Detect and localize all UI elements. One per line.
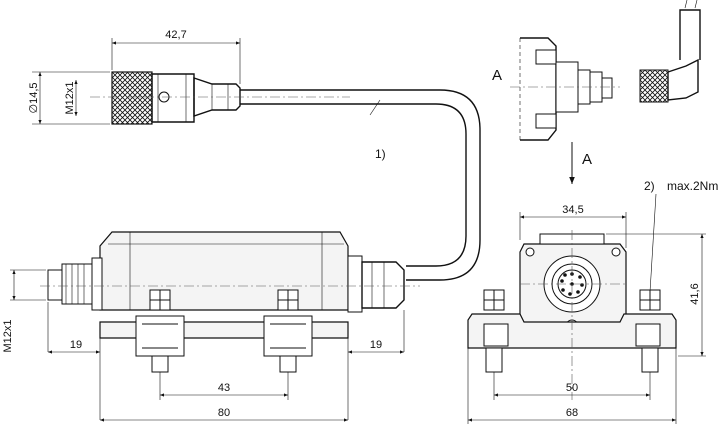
dimension-m12-side: M12x1 — [2, 269, 46, 353]
cable — [240, 89, 481, 281]
note-1-label: 1) — [375, 147, 386, 161]
dim-19-left-label: 19 — [70, 339, 82, 351]
cable-connector-m12 — [90, 71, 350, 125]
dim-68-label: 68 — [566, 407, 578, 419]
dim-41-6-label: 41,6 — [689, 283, 701, 304]
housing-front-view — [40, 231, 420, 373]
dim-50-label: 50 — [566, 382, 578, 394]
dimension-19-left: 19 — [47, 302, 101, 420]
right-mount-clamp — [263, 315, 313, 357]
left-mount-clamp — [135, 315, 185, 357]
torque-note: 2) max.2Nm — [644, 179, 718, 293]
view-a-arrow-label: A — [582, 151, 592, 168]
dimension-68: 68 — [467, 348, 677, 424]
housing-side-view — [467, 230, 677, 400]
note-2-label: 2) — [644, 179, 655, 193]
m12x1-side-label: M12x1 — [2, 319, 14, 352]
dimension-19-right: 19 — [347, 310, 405, 420]
dimension-34-5: 34,5 — [519, 204, 627, 248]
dimension-41-6: 41,6 — [606, 233, 706, 357]
dia-14-5-label: ∅14,5 — [28, 83, 40, 114]
view-a-detail — [510, 0, 701, 141]
dimension-43: 43 — [159, 372, 289, 400]
view-a-left-label: A — [492, 67, 502, 84]
torque-label: max.2Nm — [667, 179, 718, 193]
dimension-50: 50 — [493, 372, 651, 400]
view-a-arrow: A — [569, 142, 592, 184]
knurled-nut — [111, 71, 153, 125]
m12x1-cable-label: M12x1 — [64, 81, 76, 114]
dim-19-right-label: 19 — [370, 339, 382, 351]
dim-80-label: 80 — [218, 407, 230, 419]
dim-34-5-label: 34,5 — [562, 204, 583, 216]
dimension-42-7: 42,7 — [111, 29, 241, 84]
dimension-80: 80 — [100, 407, 348, 422]
dim-43-label: 43 — [218, 382, 230, 394]
dimension-diameter: ∅14,5 M12x1 — [28, 71, 110, 125]
dim-42-7-label: 42,7 — [165, 29, 186, 41]
